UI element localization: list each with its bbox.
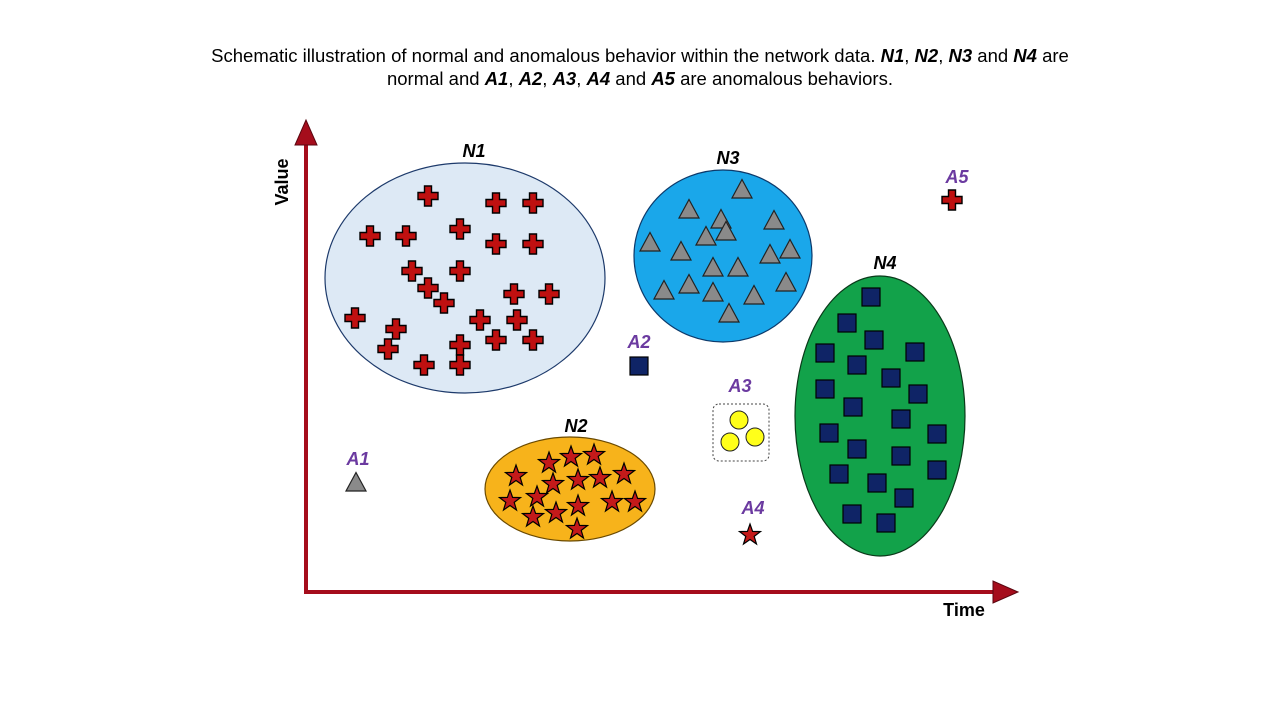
triangle-marker xyxy=(345,471,367,492)
anomaly-a2-label: A2 xyxy=(626,332,650,352)
square-marker xyxy=(819,423,839,443)
square-marker xyxy=(867,473,887,493)
cluster-n3: N3 xyxy=(633,148,813,343)
cluster-n3-label: N3 xyxy=(716,148,739,168)
anomaly-a1-label: A1 xyxy=(345,449,369,469)
square-marker xyxy=(905,342,925,362)
circle-marker xyxy=(745,427,765,447)
square-marker xyxy=(843,397,863,417)
cluster-n1-label: N1 xyxy=(462,141,485,161)
square-marker xyxy=(629,356,649,376)
square-marker xyxy=(815,343,835,363)
square-marker xyxy=(876,513,896,533)
anomaly-a5: A5 xyxy=(941,167,969,211)
circle-marker xyxy=(720,432,740,452)
figure-caption: Schematic illustration of normal and ano… xyxy=(140,44,1140,90)
anomaly-a1: A1 xyxy=(345,449,370,492)
cluster-n2-label: N2 xyxy=(564,416,587,436)
circle-marker xyxy=(729,410,749,430)
y-axis-label: Value xyxy=(272,158,292,205)
cluster-n4-label: N4 xyxy=(873,253,896,273)
square-marker xyxy=(847,439,867,459)
square-marker xyxy=(829,464,849,484)
y-axis-arrowhead xyxy=(294,118,318,146)
anomaly-a4-label: A4 xyxy=(740,498,764,518)
square-marker xyxy=(864,330,884,350)
cluster-n1-region xyxy=(324,162,606,394)
caption-line-2: normal and A1, A2, A3, A4 and A5 are ano… xyxy=(386,68,893,89)
cluster-n4: N4 xyxy=(794,253,966,557)
caption-line-1: Schematic illustration of normal and ano… xyxy=(211,45,1069,66)
x-axis-arrowhead xyxy=(992,580,1020,604)
anomaly-a2: A2 xyxy=(626,332,651,376)
square-marker xyxy=(927,424,947,444)
square-marker xyxy=(891,446,911,466)
cluster-n3-region xyxy=(633,169,813,343)
square-marker xyxy=(815,379,835,399)
square-marker xyxy=(894,488,914,508)
square-marker xyxy=(861,287,881,307)
square-marker xyxy=(837,313,857,333)
anomaly-a3: A3 xyxy=(712,376,770,462)
cross-marker xyxy=(941,189,963,211)
square-marker xyxy=(927,460,947,480)
square-marker xyxy=(847,355,867,375)
cluster-n2: N2 xyxy=(484,416,656,542)
x-axis-label: Time xyxy=(943,600,985,620)
square-marker xyxy=(881,368,901,388)
axes: Time Value xyxy=(272,118,1020,620)
anomaly-a5-label: A5 xyxy=(944,167,969,187)
square-marker xyxy=(908,384,928,404)
star-marker xyxy=(738,523,762,545)
square-marker xyxy=(842,504,862,524)
anomaly-a4: A4 xyxy=(738,498,765,545)
square-marker xyxy=(891,409,911,429)
anomaly-a3-label: A3 xyxy=(727,376,751,396)
cluster-n1: N1 xyxy=(324,141,606,394)
